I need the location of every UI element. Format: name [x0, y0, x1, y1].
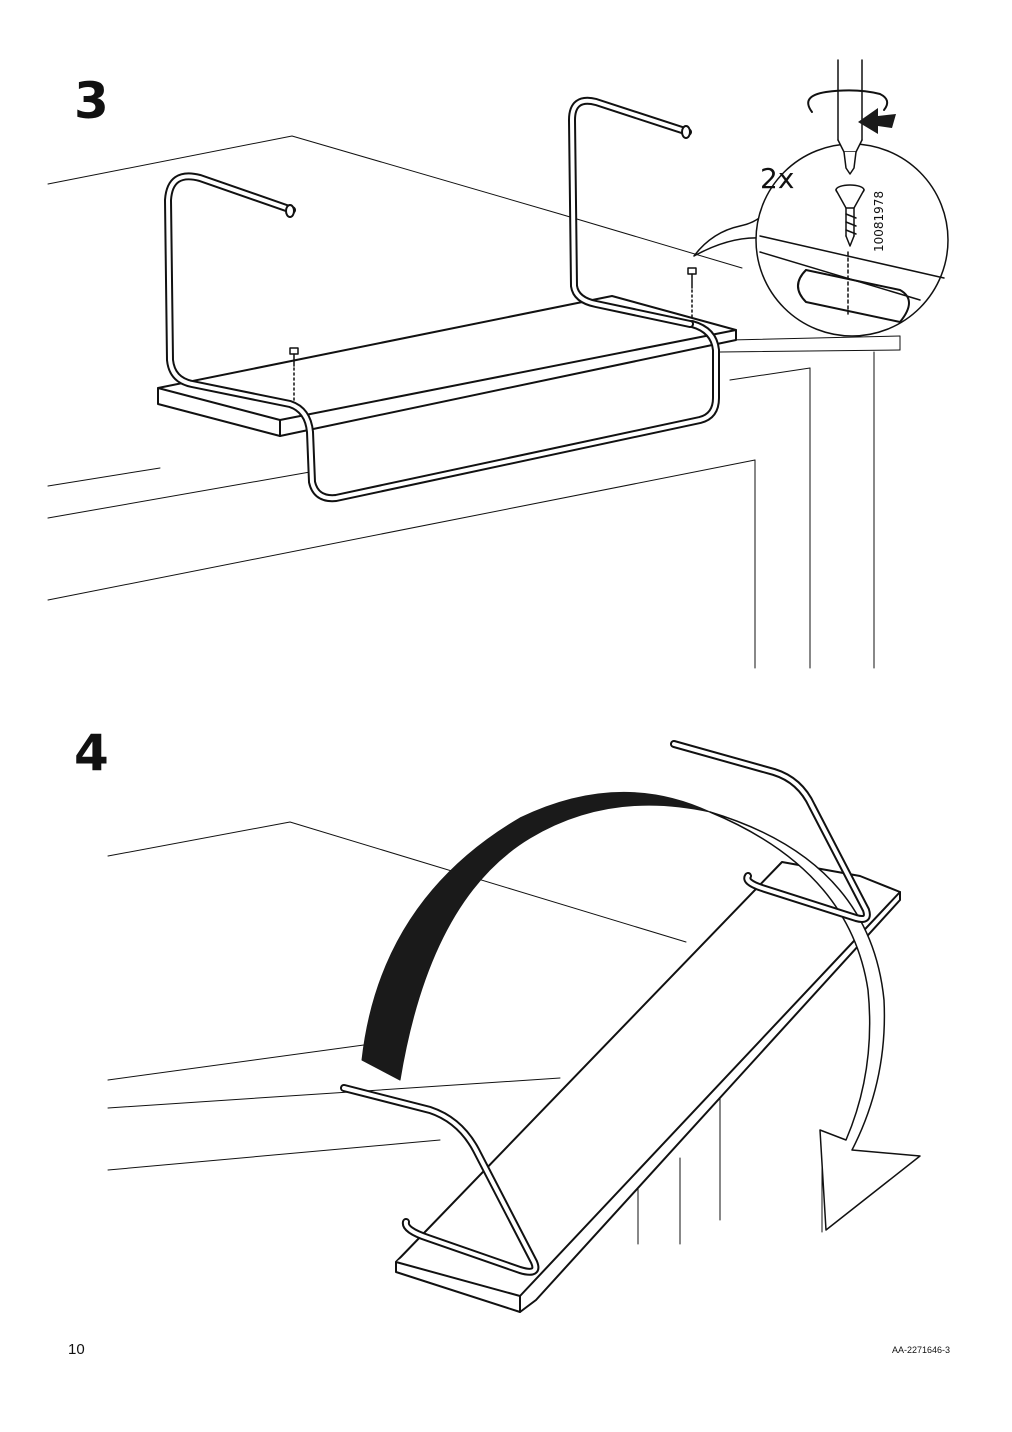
shelf-board [157, 295, 737, 437]
detail-view [759, 235, 945, 323]
step-4-wire-bracket-front-inner [342, 1086, 538, 1274]
part-number-label: 10081978 [872, 190, 886, 252]
table-outline [47, 135, 901, 669]
quantity-label: 2x [760, 162, 795, 195]
document-code: AA-2271646-3 [891, 1345, 950, 1355]
step-4-table-outline [107, 821, 823, 1245]
wire-bracket-back-inner [570, 98, 692, 326]
screwdriver-icon [837, 59, 863, 175]
wire-bracket-front-inner [166, 174, 718, 501]
screw-detail-icon [835, 184, 865, 247]
step-3-number: 3 [74, 72, 109, 130]
rotation-arrow-icon [807, 89, 896, 134]
step-4-wire-bracket-back-inner [672, 742, 869, 921]
step-4-shelf-board [395, 861, 901, 1313]
page-number: 10 [68, 1341, 85, 1358]
wire-bracket-back [568, 96, 694, 328]
rod-end-caps [285, 125, 691, 218]
screw-icon [289, 267, 697, 401]
step-4-number: 4 [74, 724, 109, 782]
